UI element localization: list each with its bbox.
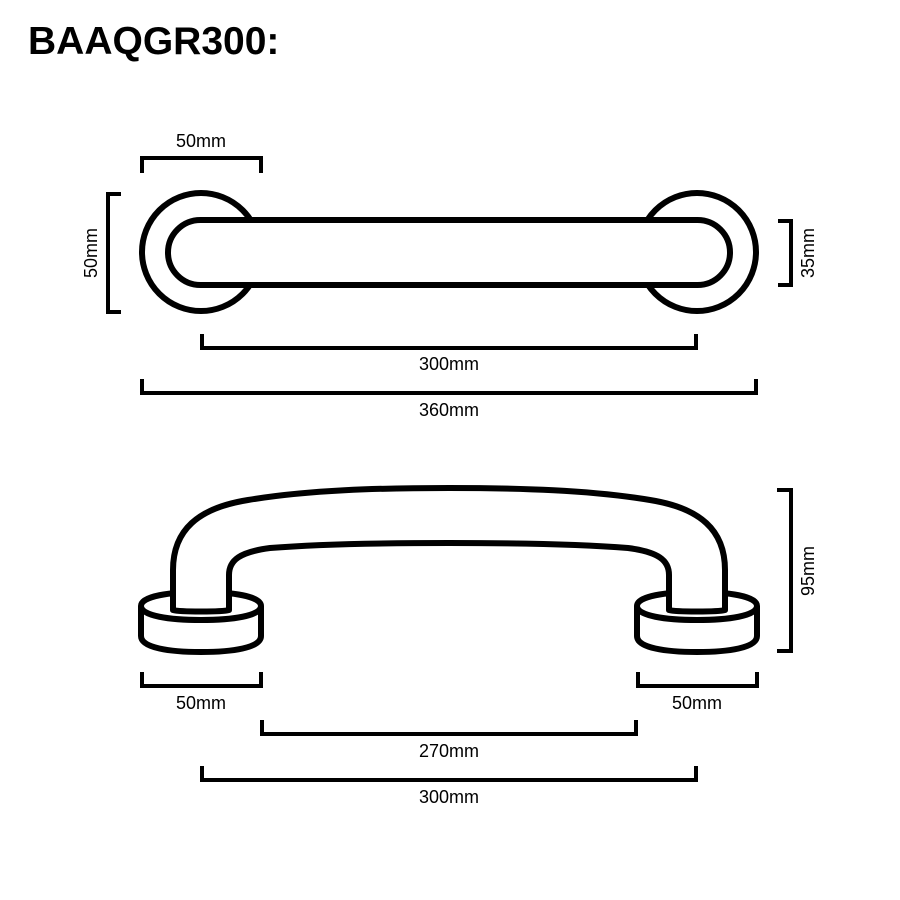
grab-bar-top: [165, 217, 733, 288]
grab-bar-side: [170, 485, 728, 615]
product-code-title: BAAQGR300:: [28, 20, 280, 63]
dim-label-projection: 95mm: [798, 546, 818, 596]
dim-label-clear-span: 270mm: [419, 741, 479, 761]
dim-label-left-rose: 50mm: [176, 693, 226, 713]
dim-bracket-left-rose: [140, 672, 263, 688]
top-view: 50mm 50mm 35mm 300mm 360mm: [81, 131, 818, 420]
dim-bracket-centres-side: [200, 766, 698, 782]
dim-bracket-rose-width: [140, 156, 263, 173]
dim-label-centres-side: 300mm: [419, 787, 479, 807]
dim-label-overall-length: 360mm: [419, 400, 479, 420]
dim-bracket-bar-diameter: [778, 219, 793, 287]
dim-bracket-projection: [777, 488, 793, 653]
side-view: 95mm 50mm 50mm 270mm 300mm: [138, 485, 818, 807]
dim-label-bar-diameter: 35mm: [798, 228, 818, 278]
dim-bracket-right-rose: [636, 672, 759, 688]
dim-bracket-clear-span: [260, 720, 638, 736]
dim-label-right-rose: 50mm: [672, 693, 722, 713]
left-base-disc-top-edge: [138, 605, 264, 623]
dim-bracket-centres-top: [200, 334, 698, 350]
dim-bracket-rose-height: [106, 192, 121, 314]
right-base-disc-top-edge: [634, 605, 760, 623]
dim-label-rose-height: 50mm: [81, 228, 101, 278]
dim-bracket-overall-length: [140, 379, 758, 395]
dim-label-centres-top: 300mm: [419, 354, 479, 374]
dim-label-rose-width: 50mm: [176, 131, 226, 151]
